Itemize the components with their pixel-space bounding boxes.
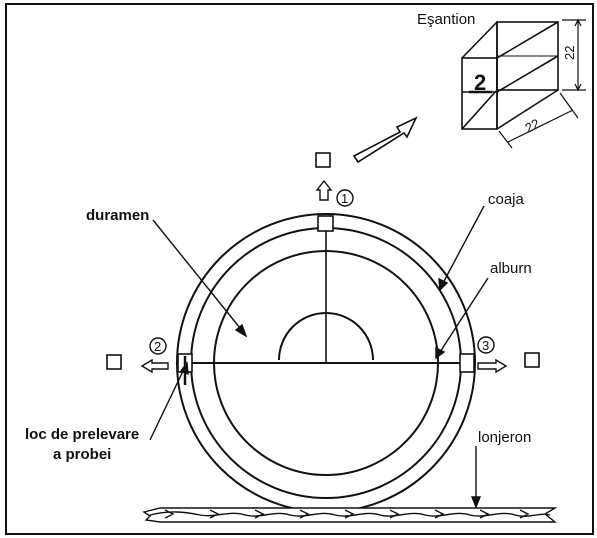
sampling-place-label-line2: a probei xyxy=(53,446,111,463)
leader-lines xyxy=(149,205,489,509)
up-arrow-icon xyxy=(315,179,333,201)
marker-2-circle xyxy=(149,337,167,355)
right-arrow-icon xyxy=(477,358,508,374)
left-arrow-icon xyxy=(140,358,169,374)
marker-2-number: 2 xyxy=(154,339,161,354)
heartwood-label: duramen xyxy=(86,207,149,224)
pith-semicircle xyxy=(278,312,374,361)
marker-3-number: 3 xyxy=(482,338,489,353)
sample-square-left-icon xyxy=(106,354,122,370)
height-dimension-value: 22 xyxy=(562,46,577,60)
sample-label: Eşantion xyxy=(417,11,475,28)
sapwood-label: alburn xyxy=(490,260,532,277)
beam xyxy=(142,507,558,523)
direction-arrow-to-sample xyxy=(352,116,418,164)
marker-3-circle xyxy=(477,336,495,354)
sample-slot-top xyxy=(317,215,334,232)
sample-square-top-icon xyxy=(315,152,331,168)
sample-box xyxy=(461,21,559,130)
bark-label: coaja xyxy=(488,191,525,208)
width-dimension-value: 22 xyxy=(522,116,542,136)
marker-1-circle xyxy=(336,189,354,207)
log-cross-section xyxy=(176,213,476,513)
sample-box-mark: 2 xyxy=(474,70,486,95)
beam-label: lonjeron xyxy=(478,429,531,446)
marker-1-number: 1 xyxy=(341,191,348,206)
outer-border xyxy=(5,3,594,535)
sample-slot-right xyxy=(459,353,475,373)
sample-square-right-icon xyxy=(524,352,540,368)
height-dimension xyxy=(562,18,586,92)
sampling-place-label-line1: loc de prelevare xyxy=(25,426,139,443)
width-dimension xyxy=(498,92,579,149)
